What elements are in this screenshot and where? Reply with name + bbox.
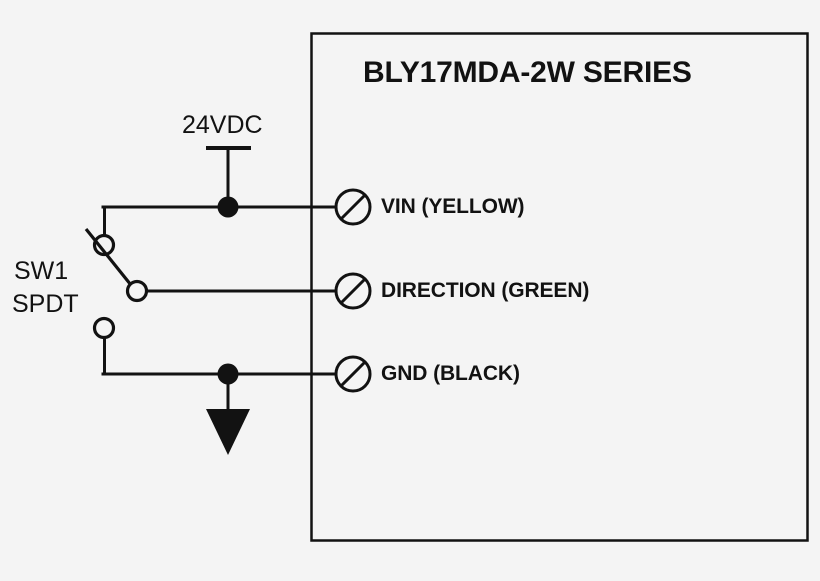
switch-lever[interactable] <box>84 227 133 287</box>
terminal-direction-slash-icon <box>339 277 367 305</box>
vin-junction-dot <box>217 196 239 218</box>
terminal-label-gnd: GND (BLACK) <box>381 362 520 385</box>
switch-designator-label: SW1 <box>14 257 69 285</box>
controller-box <box>310 32 809 542</box>
terminal-vin-slash-icon <box>339 193 367 221</box>
earth-ground-icon <box>206 409 250 455</box>
switch-contact-top[interactable] <box>92 233 116 257</box>
switch-type-label: SPDT <box>12 290 79 318</box>
power-source-label: 24VDC <box>182 111 263 139</box>
switch-contact-bottom[interactable] <box>92 316 116 340</box>
page-title: BLY17MDA-2W SERIES <box>363 56 692 89</box>
terminal-label-vin: VIN (YELLOW) <box>381 195 525 218</box>
terminal-label-direction: DIRECTION (GREEN) <box>381 279 590 302</box>
switch-contact-common[interactable] <box>125 279 149 303</box>
terminal-gnd-slash-icon <box>339 360 367 388</box>
